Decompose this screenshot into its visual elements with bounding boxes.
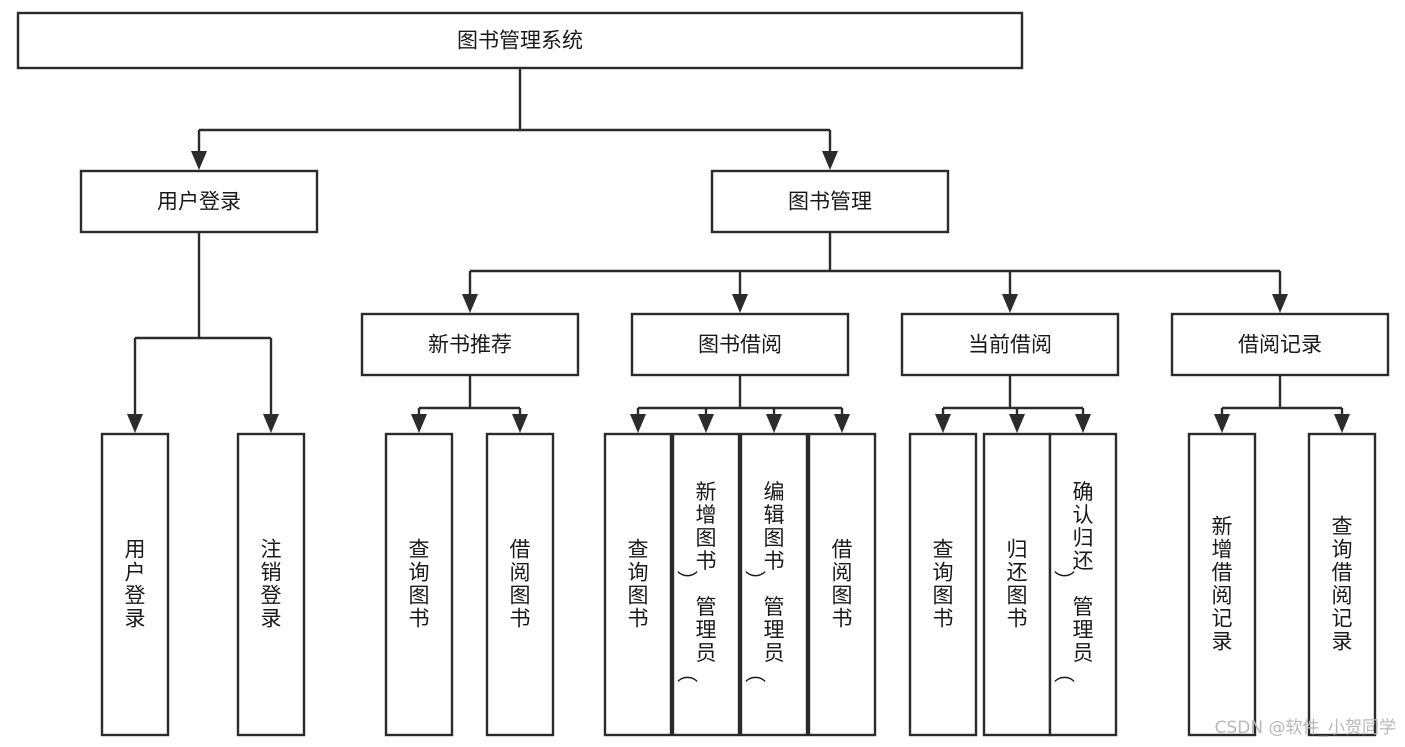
node-box	[603, 432, 673, 737]
connector-group-user-login	[127, 232, 279, 433]
arrowhead	[935, 414, 951, 433]
node-level2-user-login[interactable]: 用户登录	[79, 169, 319, 234]
node-box	[485, 432, 555, 737]
arrowhead	[1334, 414, 1350, 433]
connector-group-book-borrowing	[630, 375, 850, 433]
node-label: 新增借阅记录	[1212, 514, 1233, 653]
node-box	[630, 312, 850, 377]
node-leaf-confirm-return-admin[interactable]: 确认归还（管理员）	[1048, 432, 1118, 737]
arrowhead	[1009, 414, 1025, 433]
node-box	[360, 312, 580, 377]
node-box	[1170, 312, 1390, 377]
node-level3-book-borrowing[interactable]: 图书借阅	[630, 312, 850, 377]
node-label: 查询图书	[628, 537, 649, 630]
node-box	[671, 432, 741, 737]
node-leaf-user-login[interactable]: 用户登录	[100, 432, 170, 737]
node-leaf-edit-book-admin[interactable]: 编辑图书（管理员）	[739, 432, 809, 737]
arrowhead	[630, 414, 646, 433]
node-leaf-borrow-book[interactable]: 借阅图书	[807, 432, 877, 737]
arrowhead	[127, 414, 143, 433]
arrowhead	[512, 414, 528, 433]
node-label: 借阅图书	[832, 537, 853, 630]
arrowhead	[766, 414, 782, 433]
node-box	[236, 432, 306, 737]
connector-group-new-book-recommendation	[411, 375, 528, 433]
connector-group-borrowing-record	[1214, 375, 1350, 433]
arrowhead	[698, 414, 714, 433]
arrowhead	[1214, 414, 1230, 433]
connector-group-current-borrowing	[935, 375, 1091, 433]
node-label: 编辑图书（管理员）	[745, 480, 785, 683]
node-label: 用户登录	[125, 537, 146, 630]
watermark-label: CSDN @软件_小贺同学	[1215, 718, 1396, 738]
arrowhead	[263, 414, 279, 433]
arrowhead	[1075, 414, 1091, 433]
node-leaf-query-book[interactable]: 查询图书	[384, 432, 454, 737]
node-level3-borrowing-record[interactable]: 借阅记录	[1170, 312, 1390, 377]
arrowhead	[191, 151, 207, 170]
node-label: 新增图书（管理员）	[677, 480, 717, 683]
connector-layer	[127, 68, 1350, 433]
node-box	[1048, 432, 1118, 737]
node-label: 注销登录	[261, 537, 282, 630]
node-layer: 图书管理系统用户登录图书管理新书推荐图书借阅当前借阅借阅记录用户登录注销登录查询…	[16, 11, 1390, 737]
node-label: 图书管理	[788, 190, 872, 214]
node-box	[739, 432, 809, 737]
node-leaf-query-book[interactable]: 查询图书	[908, 432, 978, 737]
connector-group-book-management	[462, 232, 1288, 313]
node-leaf-query-book[interactable]: 查询图书	[603, 432, 673, 737]
node-leaf-add-book-admin[interactable]: 新增图书（管理员）	[671, 432, 741, 737]
node-label: 用户登录	[157, 190, 241, 214]
node-level2-book-management[interactable]: 图书管理	[710, 169, 950, 234]
node-box	[100, 432, 170, 737]
connector-group-book-management-system	[191, 68, 838, 170]
node-box	[1307, 432, 1377, 737]
node-label: 图书借阅	[698, 333, 782, 357]
node-box	[384, 432, 454, 737]
node-label: 确认归还（管理员）	[1054, 480, 1094, 683]
node-box	[807, 432, 877, 737]
arrowhead	[1002, 294, 1018, 313]
node-leaf-borrow-book[interactable]: 借阅图书	[485, 432, 555, 737]
node-label: 当前借阅	[968, 333, 1052, 357]
node-label: 归还图书	[1007, 537, 1028, 630]
node-leaf-query-borrowing-record[interactable]: 查询借阅记录	[1307, 432, 1377, 737]
arrowhead	[822, 151, 838, 170]
node-leaf-logout[interactable]: 注销登录	[236, 432, 306, 737]
arrowhead	[411, 414, 427, 433]
node-label: 查询借阅记录	[1332, 514, 1353, 653]
node-box	[900, 312, 1120, 377]
node-label: 图书管理系统	[457, 29, 583, 53]
node-box	[79, 169, 319, 234]
node-box	[1187, 432, 1257, 737]
node-label: 借阅记录	[1238, 333, 1322, 357]
node-level3-new-book-recommendation[interactable]: 新书推荐	[360, 312, 580, 377]
node-leaf-add-borrowing-record[interactable]: 新增借阅记录	[1187, 432, 1257, 737]
arrowhead	[462, 294, 478, 313]
node-label: 新书推荐	[428, 333, 512, 357]
node-leaf-return-book[interactable]: 归还图书	[982, 432, 1052, 737]
node-box	[16, 11, 1024, 70]
node-label: 查询图书	[409, 537, 430, 630]
node-label: 借阅图书	[510, 537, 531, 630]
node-box	[908, 432, 978, 737]
arrowhead	[1272, 294, 1288, 313]
node-root-book-management-system[interactable]: 图书管理系统	[16, 11, 1024, 70]
arrowhead	[834, 414, 850, 433]
node-level3-current-borrowing[interactable]: 当前借阅	[900, 312, 1120, 377]
node-label: 查询图书	[933, 537, 954, 630]
node-box	[982, 432, 1052, 737]
arrowhead	[732, 294, 748, 313]
node-box	[710, 169, 950, 234]
